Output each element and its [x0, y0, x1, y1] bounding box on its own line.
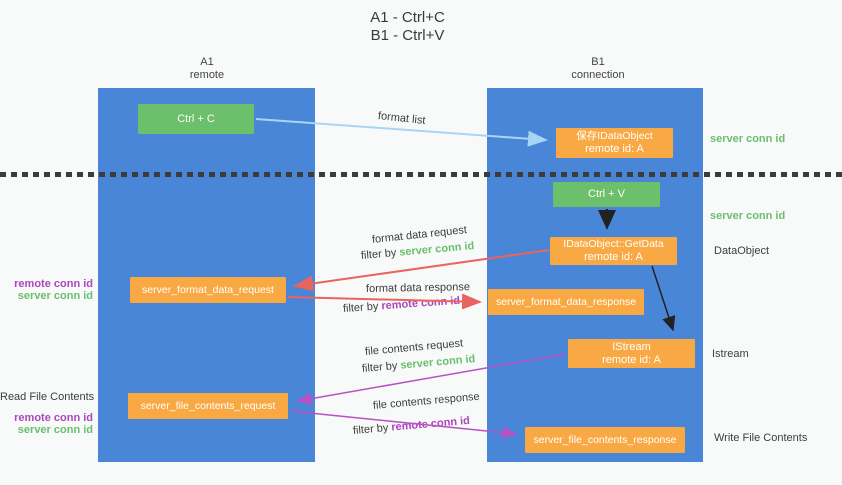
- diagram-title: A1 - Ctrl+C B1 - Ctrl+V: [0, 9, 815, 45]
- label-format-data-response: format data response: [365, 281, 471, 295]
- annotation-dataobject: DataObject: [714, 245, 770, 257]
- filter-by-text: filter by: [361, 359, 398, 375]
- filter-by-text: filter by: [352, 421, 389, 437]
- lifeline-name-b1: B1: [591, 56, 605, 68]
- node-idataobject-getdata-title: IDataObject::GetData: [563, 238, 664, 250]
- node-ctrl-v-label: Ctrl + V: [588, 188, 625, 200]
- title-line-1: A1 - Ctrl+C: [370, 9, 445, 26]
- annotation-format-conn-ids: remote conn id server conn id: [0, 278, 93, 302]
- annotation-write-file-contents: Write File Contents: [714, 432, 808, 444]
- annotation-server-conn-id-top: server conn id: [710, 133, 786, 145]
- node-server-format-data-request: server_format_data_request: [130, 277, 286, 303]
- annotation-file-remote-conn-id: remote conn id: [14, 412, 93, 424]
- node-server-format-data-request-label: server_format_data_request: [142, 283, 274, 296]
- node-server-file-contents-request-label: server_file_contents_request: [140, 399, 276, 412]
- node-server-file-contents-request: server_file_contents_request: [128, 393, 288, 419]
- node-istream-title: IStream: [612, 340, 651, 353]
- node-server-format-data-response-label: server_format_data_response: [495, 295, 637, 308]
- filter-server-conn-id: server conn id: [398, 240, 475, 259]
- title-line-2: B1 - Ctrl+V: [370, 27, 445, 44]
- node-istream-subtitle: remote id: A: [602, 353, 661, 366]
- lifeline-role-b1: connection: [571, 69, 625, 81]
- lifeline-header-b1: B1 connection: [538, 56, 658, 82]
- filter-by-text: filter by: [360, 246, 397, 262]
- node-ctrl-v: Ctrl + V: [553, 182, 660, 207]
- lifeline-name-a1: A1: [200, 56, 214, 68]
- node-ctrl-c-label: Ctrl + C: [177, 112, 215, 125]
- node-server-file-contents-response: server_file_contents_response: [525, 427, 685, 453]
- annotation-istream: Istream: [712, 348, 749, 360]
- node-save-idataobject: 保存IDataObject remote id: A: [556, 128, 673, 158]
- node-ctrl-c: Ctrl + C: [138, 104, 254, 134]
- node-idataobject-getdata: IDataObject::GetData remote id: A: [550, 237, 677, 265]
- annotation-file-conn-ids: remote conn id server conn id: [0, 412, 93, 436]
- node-server-file-contents-response-label: server_file_contents_response: [533, 433, 677, 446]
- annotation-file-server-conn-id: server conn id: [17, 424, 93, 436]
- label-file-contents-response: file contents response: [372, 390, 481, 412]
- node-save-idataobject-subtitle: remote id: A: [585, 143, 644, 155]
- annotation-server-conn-id-mid: server conn id: [710, 210, 786, 222]
- annotation-read-file-contents: Read File Contents: [0, 391, 95, 403]
- label-format-list: format list: [377, 110, 427, 127]
- filter-remote-conn-id: remote conn id: [390, 414, 471, 434]
- annotation-format-server-conn-id: server conn id: [17, 290, 93, 302]
- annotation-format-remote-conn-id: remote conn id: [14, 278, 93, 290]
- phase-separator-line: [0, 172, 842, 177]
- filter-by-text: filter by: [342, 300, 379, 315]
- filter-remote-conn-id: remote conn id: [380, 294, 461, 313]
- lifeline-role-a1: remote: [189, 69, 225, 81]
- node-idataobject-getdata-subtitle: remote id: A: [584, 251, 643, 263]
- lifeline-header-a1: A1 remote: [147, 56, 267, 82]
- node-istream: IStream remote id: A: [568, 339, 695, 368]
- node-server-format-data-response: server_format_data_response: [488, 289, 644, 315]
- filter-server-conn-id: server conn id: [399, 353, 476, 372]
- node-save-idataobject-title: 保存IDataObject: [576, 130, 653, 142]
